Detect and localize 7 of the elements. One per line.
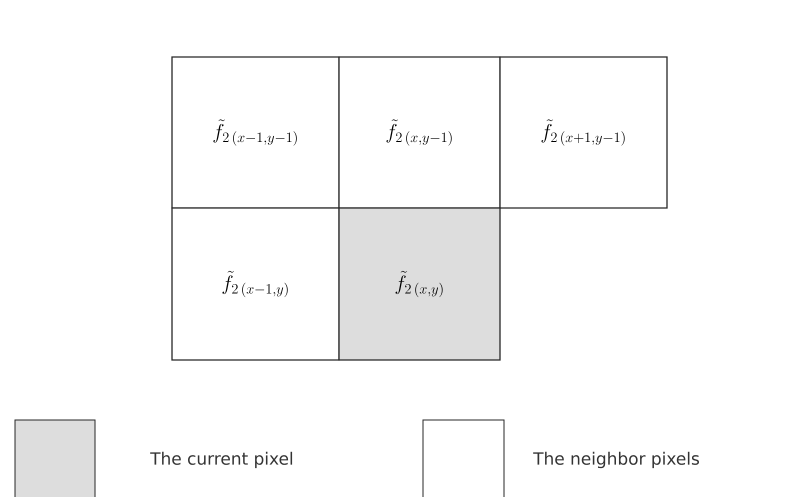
pixel-cell: $\tilde{f}_{2\,(x-1,y-1)}$ [171,56,340,209]
pixel-cell: $\tilde{f}_{2\,(x,y)}$ [338,207,501,361]
pixel-cell: $\tilde{f}_{2\,(x+1,y-1)}$ [499,56,668,209]
pixel-cell: $\tilde{f}_{2\,(x,y-1)}$ [338,56,501,209]
legend-label: The current pixel [150,452,292,468]
legend-label: The neighbor pixels [533,452,699,468]
pixel-cell: $\tilde{f}_{2\,(x-1,y)}$ [171,207,340,361]
